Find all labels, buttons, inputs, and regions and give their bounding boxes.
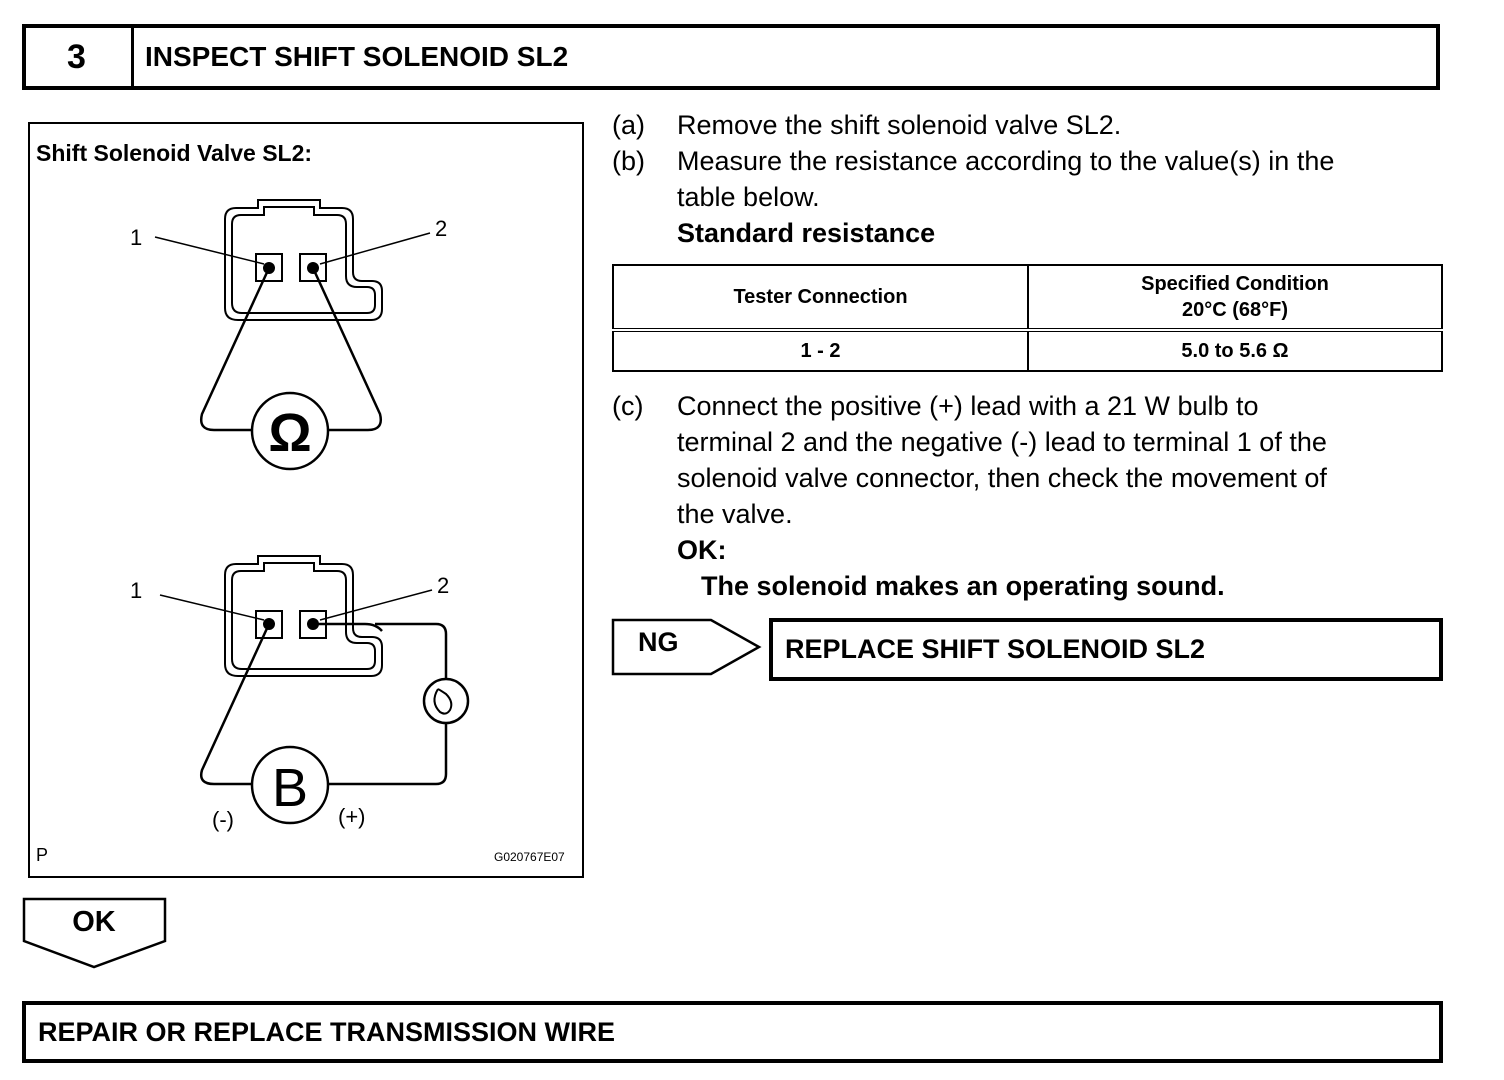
ng-action-box: REPLACE SHIFT SOLENOID SL2 bbox=[769, 618, 1443, 681]
step-number: 3 bbox=[22, 24, 134, 90]
table-header-row: Tester Connection Specified Condition 20… bbox=[612, 264, 1443, 332]
table-cell-connection: 1 - 2 bbox=[612, 329, 1029, 372]
instruction-b-line-2: table below. bbox=[677, 182, 820, 212]
positive-label: (+) bbox=[338, 804, 366, 829]
ng-arrow-icon bbox=[611, 618, 762, 676]
ok-criteria-label: OK: bbox=[677, 535, 727, 565]
instruction-a-letter: (a) bbox=[612, 110, 645, 140]
table-cell-condition: 5.0 to 5.6 Ω bbox=[1027, 329, 1443, 372]
table-header-tester-connection: Tester Connection bbox=[612, 264, 1029, 332]
instruction-c-line-2: terminal 2 and the negative (-) lead to … bbox=[677, 427, 1327, 457]
instruction-c-line-1: Connect the positive (+) lead with a 21 … bbox=[677, 391, 1259, 421]
instruction-a-line-1: Remove the shift solenoid valve SL2. bbox=[677, 110, 1122, 140]
figure-caption: Shift Solenoid Valve SL2: bbox=[36, 140, 313, 166]
ok-arrow-icon bbox=[22, 897, 167, 969]
instruction-b-letter: (b) bbox=[612, 146, 645, 176]
resistance-table: Tester Connection Specified Condition 20… bbox=[612, 264, 1443, 372]
final-action-box: REPAIR OR REPLACE TRANSMISSION WIRE bbox=[22, 1001, 1443, 1063]
instruction-b-line-1: Measure the resistance according to the … bbox=[677, 146, 1335, 176]
ohmmeter-symbol: Ω bbox=[268, 403, 311, 463]
ohmmeter-icon: Ω bbox=[250, 391, 330, 471]
bulb-icon bbox=[422, 677, 470, 725]
ok-criteria-text: The solenoid makes an operating sound. bbox=[701, 571, 1225, 601]
standard-resistance-heading: Standard resistance bbox=[677, 218, 936, 248]
terminal-2-label-top: 2 bbox=[435, 216, 447, 241]
battery-symbol: B bbox=[272, 758, 308, 818]
table-header-specified-condition-label: Specified Condition bbox=[1141, 273, 1329, 295]
instruction-c-line-3: solenoid valve connector, then check the… bbox=[677, 463, 1327, 493]
instruction-c-letter: (c) bbox=[612, 391, 644, 421]
battery-icon: B bbox=[250, 745, 330, 825]
figure-code: G020767E07 bbox=[494, 850, 565, 864]
instruction-c-line-4: the valve. bbox=[677, 499, 793, 529]
table-row: 1 - 2 5.0 to 5.6 Ω bbox=[612, 329, 1443, 372]
step-header-box bbox=[22, 24, 1440, 90]
solenoid-diagram: 1 2 Ω 1 2 B (-) (+) bbox=[130, 199, 470, 832]
ok-label: OK bbox=[72, 906, 116, 938]
table-header-temperature: 20°C (68°F) bbox=[1181, 299, 1289, 321]
table-header-specified-condition: Specified Condition 20°C (68°F) bbox=[1027, 264, 1443, 332]
step-title: INSPECT SHIFT SOLENOID SL2 bbox=[145, 41, 569, 72]
terminal-1-label-top: 1 bbox=[130, 225, 142, 250]
ng-label: NG bbox=[638, 627, 679, 657]
negative-label: (-) bbox=[212, 807, 234, 832]
terminal-1-label-bottom: 1 bbox=[130, 578, 142, 603]
terminal-2-label-bottom: 2 bbox=[437, 573, 449, 598]
connector-icon bbox=[224, 199, 383, 321]
figure-corner-mark: P bbox=[36, 845, 49, 865]
solenoid-figure bbox=[28, 122, 584, 878]
